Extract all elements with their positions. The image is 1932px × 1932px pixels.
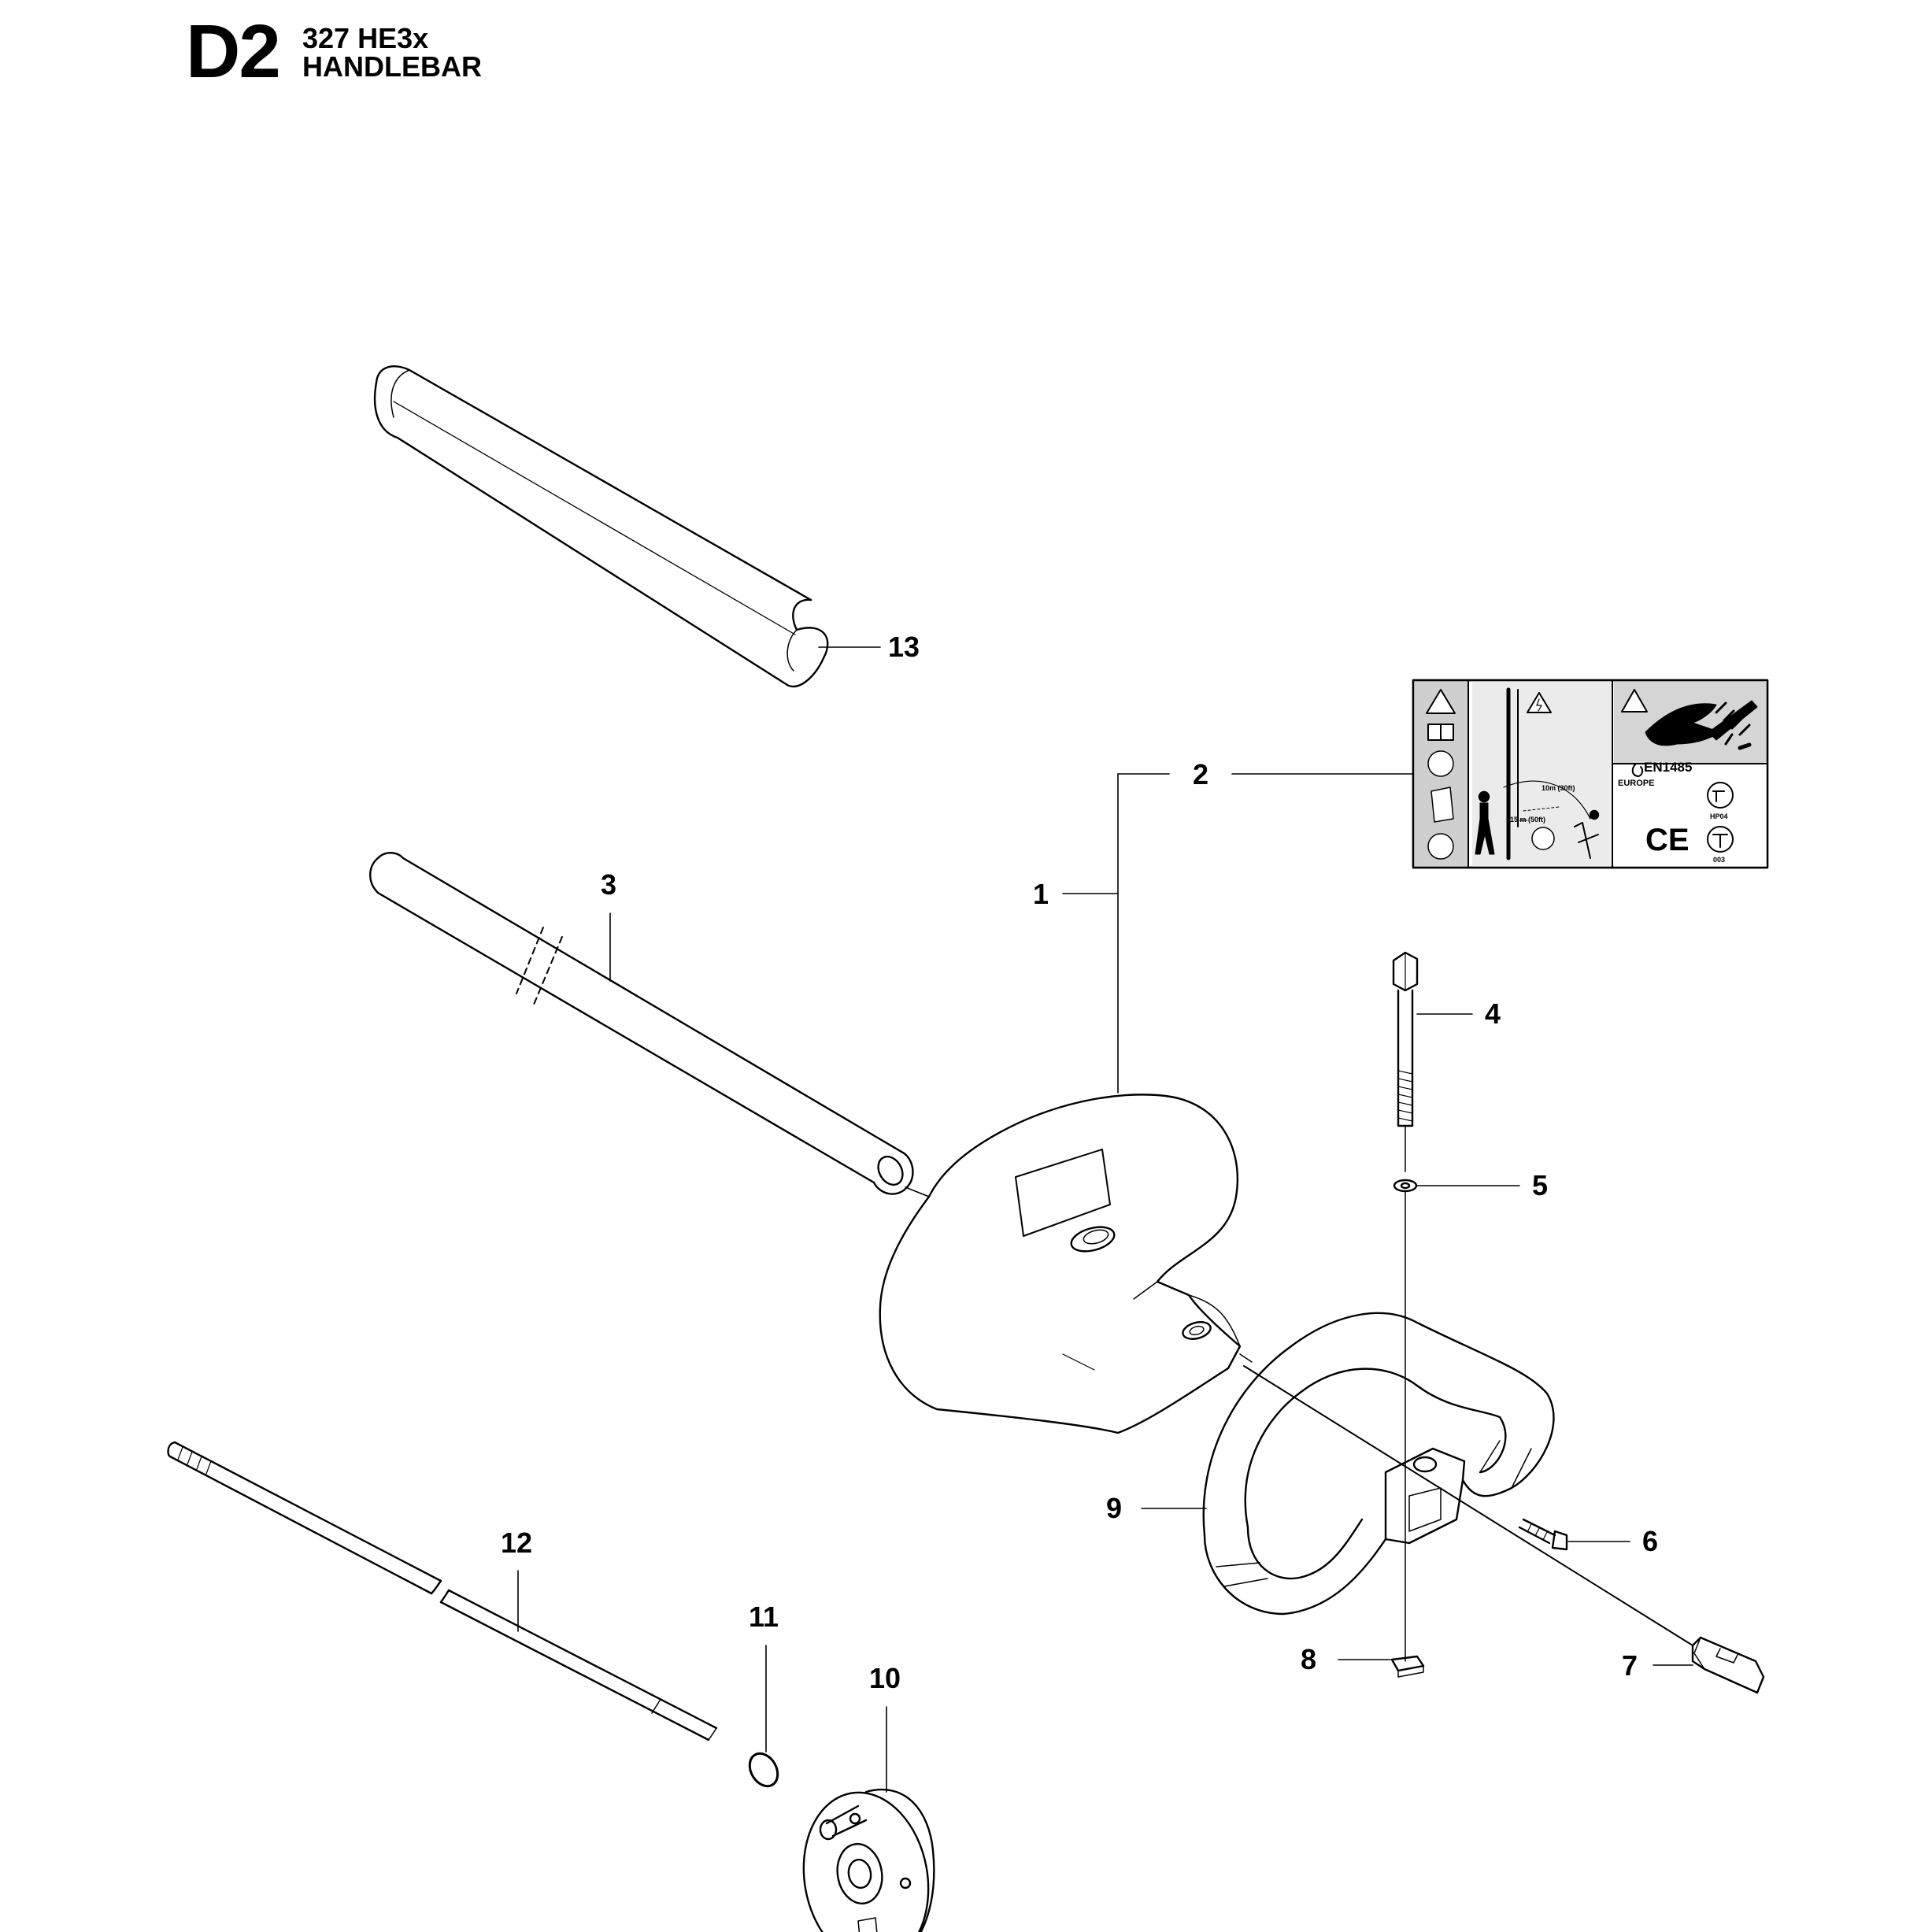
decal-standard-mark (1631, 763, 1644, 777)
diagram-title: HANDLEBAR (302, 50, 482, 83)
decal-standard: EN1485 (1644, 760, 1692, 775)
part-5-washer (1393, 1179, 1418, 1662)
decal-labels: 10m (30ft) 15 m (50ft) EN1485 EUROPE HP0… (1510, 760, 1728, 864)
part-6-screw (1518, 1518, 1568, 1551)
callout-13: 13 (888, 631, 920, 663)
decal-region: EUROPE (1618, 779, 1654, 788)
decal-distance-bottom: 15 m (50ft) (1510, 816, 1545, 824)
callout-12: 12 (501, 1527, 532, 1559)
part-12-drive-shaft (167, 1441, 718, 1741)
decal-cert-number: 003 (1713, 856, 1725, 864)
callout-7: 7 (1622, 1649, 1638, 1682)
section-code: D2 (186, 9, 281, 94)
callout-11: 11 (749, 1601, 779, 1633)
decal-cert-code: HP04 (1710, 812, 1728, 820)
callout-9: 9 (1106, 1492, 1122, 1524)
callout-numbers: 1 2 3 4 5 6 7 8 9 10 11 12 13 (501, 631, 1658, 1694)
model-name: 327 HE3x (302, 22, 429, 54)
leader-lines (517, 646, 1693, 1793)
decal-distance-top: 10m (30ft) (1542, 784, 1575, 792)
callout-8: 8 (1301, 1643, 1316, 1675)
callout-3: 3 (601, 868, 616, 901)
part-9-loop-handle (1202, 1312, 1555, 1616)
diagram-header: D2 327 HE3x HANDLEBAR (186, 14, 894, 93)
assembly-axis-line (1239, 1353, 1693, 1646)
part-7-plug (1691, 1636, 1765, 1694)
part-4-bolt (1392, 951, 1419, 1172)
part-3-shaft-tube (369, 852, 930, 1197)
callout-2: 2 (1193, 758, 1208, 790)
part-11-circlip (748, 1752, 779, 1788)
part-13-tube (373, 365, 829, 687)
decal-ce-mark: CE (1645, 823, 1690, 857)
part-10-clutch-drum (802, 1788, 935, 1932)
callout-10: 10 (869, 1662, 901, 1694)
callout-5: 5 (1532, 1169, 1548, 1201)
callout-4: 4 (1485, 997, 1501, 1030)
part-8-square-nut (1390, 1655, 1425, 1678)
part-2-decal: CE (1412, 679, 1769, 869)
callout-6: 6 (1642, 1525, 1658, 1557)
callout-1: 1 (1033, 878, 1049, 910)
part-1-cover (879, 1094, 1242, 1434)
